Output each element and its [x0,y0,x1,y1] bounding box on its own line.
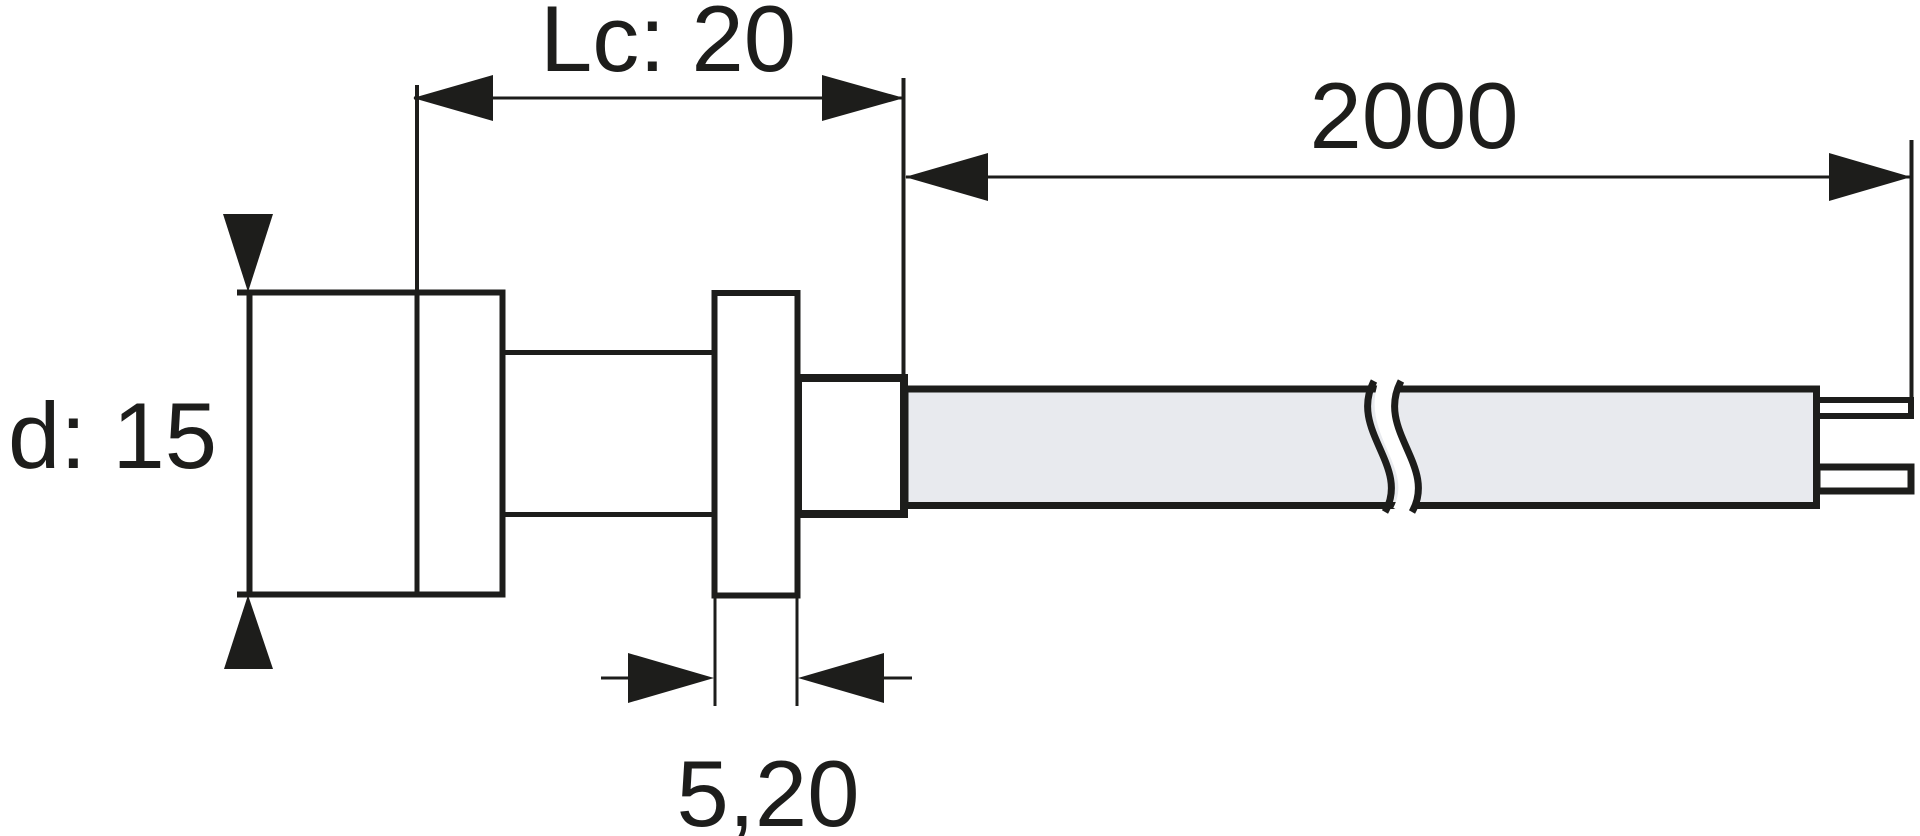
lead-wire-bottom [1813,463,1915,495]
dimension-cable-length [905,140,1914,399]
cable [901,385,1820,509]
heated-length-label: Lc: 20 [540,0,796,91]
cable-break-gap [1374,372,1421,519]
flange-arrow-left-icon [628,653,714,703]
diameter-arrow-top-icon [223,214,273,292]
diameter-label: d: 15 [8,383,217,488]
cable-break-left-curve [1364,379,1395,514]
cable-break-right-curve [1391,379,1422,514]
neck [500,350,716,517]
connection-stub [794,374,908,518]
dimension-heated-length [413,75,906,389]
cable-length-label: 2000 [1309,63,1518,168]
lead-wire-top [1814,397,1914,419]
lc-arrow-right-icon [822,75,904,121]
dimension-flange-thickness [601,597,912,706]
body [246,289,506,598]
length-arrow-left-icon [905,153,988,201]
cable-break-icon [1364,372,1422,519]
dimension-diameter [223,214,273,669]
flange-thickness-label: 5,20 [677,741,860,836]
lc-arrow-left-icon [413,75,493,121]
length-arrow-right-icon [1829,153,1911,201]
flange-arrow-right-icon [798,653,884,703]
mounting-flange [711,290,801,599]
diameter-arrow-bottom-icon [224,595,273,669]
